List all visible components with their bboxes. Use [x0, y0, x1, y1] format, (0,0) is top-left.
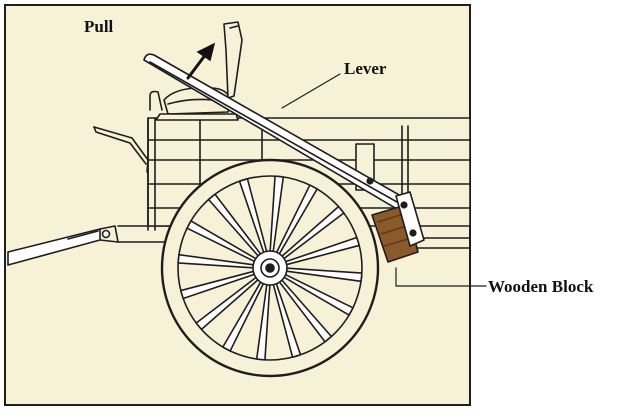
pull-arrow-icon [186, 42, 216, 80]
lever-label: Lever [344, 59, 387, 78]
lever-pointer-line [281, 73, 341, 109]
front-rail [93, 126, 149, 173]
cart-shaft [7, 225, 119, 266]
cart-wheel [160, 158, 380, 378]
wooden-block-label: Wooden Block [488, 277, 594, 296]
wooden-brake-block [371, 191, 425, 263]
block-pointer-line [395, 267, 487, 287]
pull-label: Pull [84, 17, 114, 36]
brake-lever [143, 53, 409, 213]
